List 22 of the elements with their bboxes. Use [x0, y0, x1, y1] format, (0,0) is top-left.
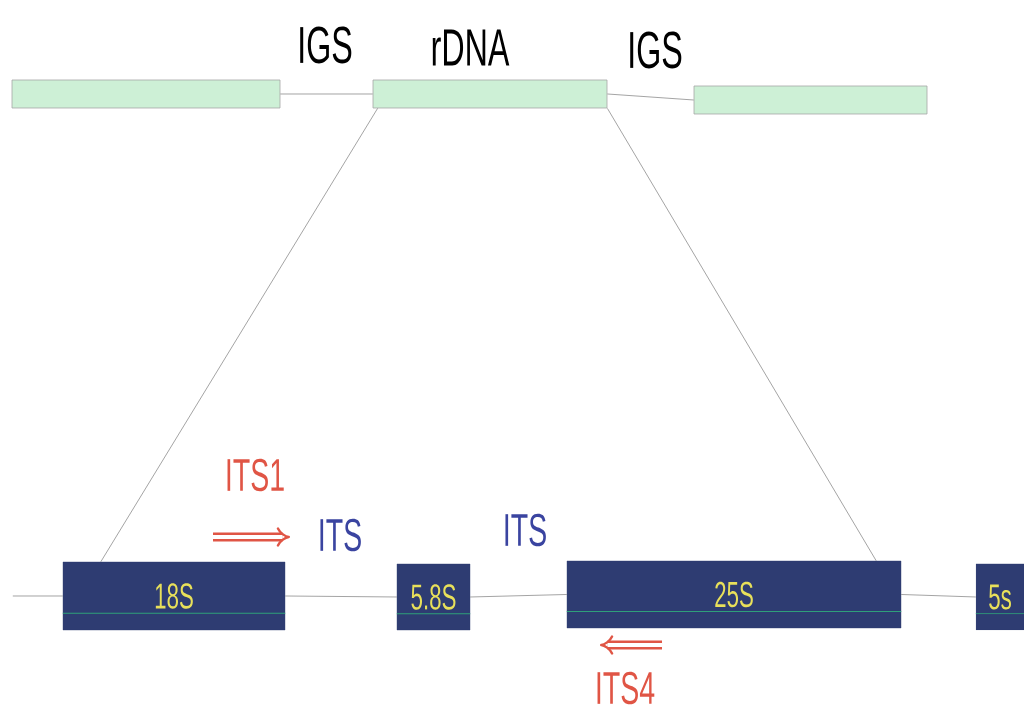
- region-label: ITS: [320, 518, 361, 552]
- gene-block: 5s: [975, 563, 1024, 631]
- gene-bar: [693, 85, 928, 115]
- gene-block: 5.8S: [396, 563, 471, 631]
- region-label: IGS: [630, 31, 682, 69]
- gene-bar: [11, 79, 281, 109]
- connector-line: [900, 594, 977, 598]
- gene-block: 25S: [566, 560, 902, 629]
- region-label: ITS: [505, 513, 546, 547]
- gene-block: 18S: [62, 561, 286, 631]
- connector-line: [469, 594, 568, 598]
- connector-line: [607, 93, 694, 101]
- connector-line: [284, 595, 398, 598]
- region-label: IGS: [300, 26, 352, 64]
- node-label: rDNA: [432, 29, 510, 66]
- connector-line: [280, 93, 373, 95]
- gene-bar: rDNA: [372, 29, 608, 109]
- connector-line: [607, 108, 877, 562]
- region-label: ITS1: [227, 458, 284, 492]
- connector-line: [12, 595, 64, 597]
- region-label: ITS4: [597, 671, 655, 705]
- connector-line: [100, 108, 378, 563]
